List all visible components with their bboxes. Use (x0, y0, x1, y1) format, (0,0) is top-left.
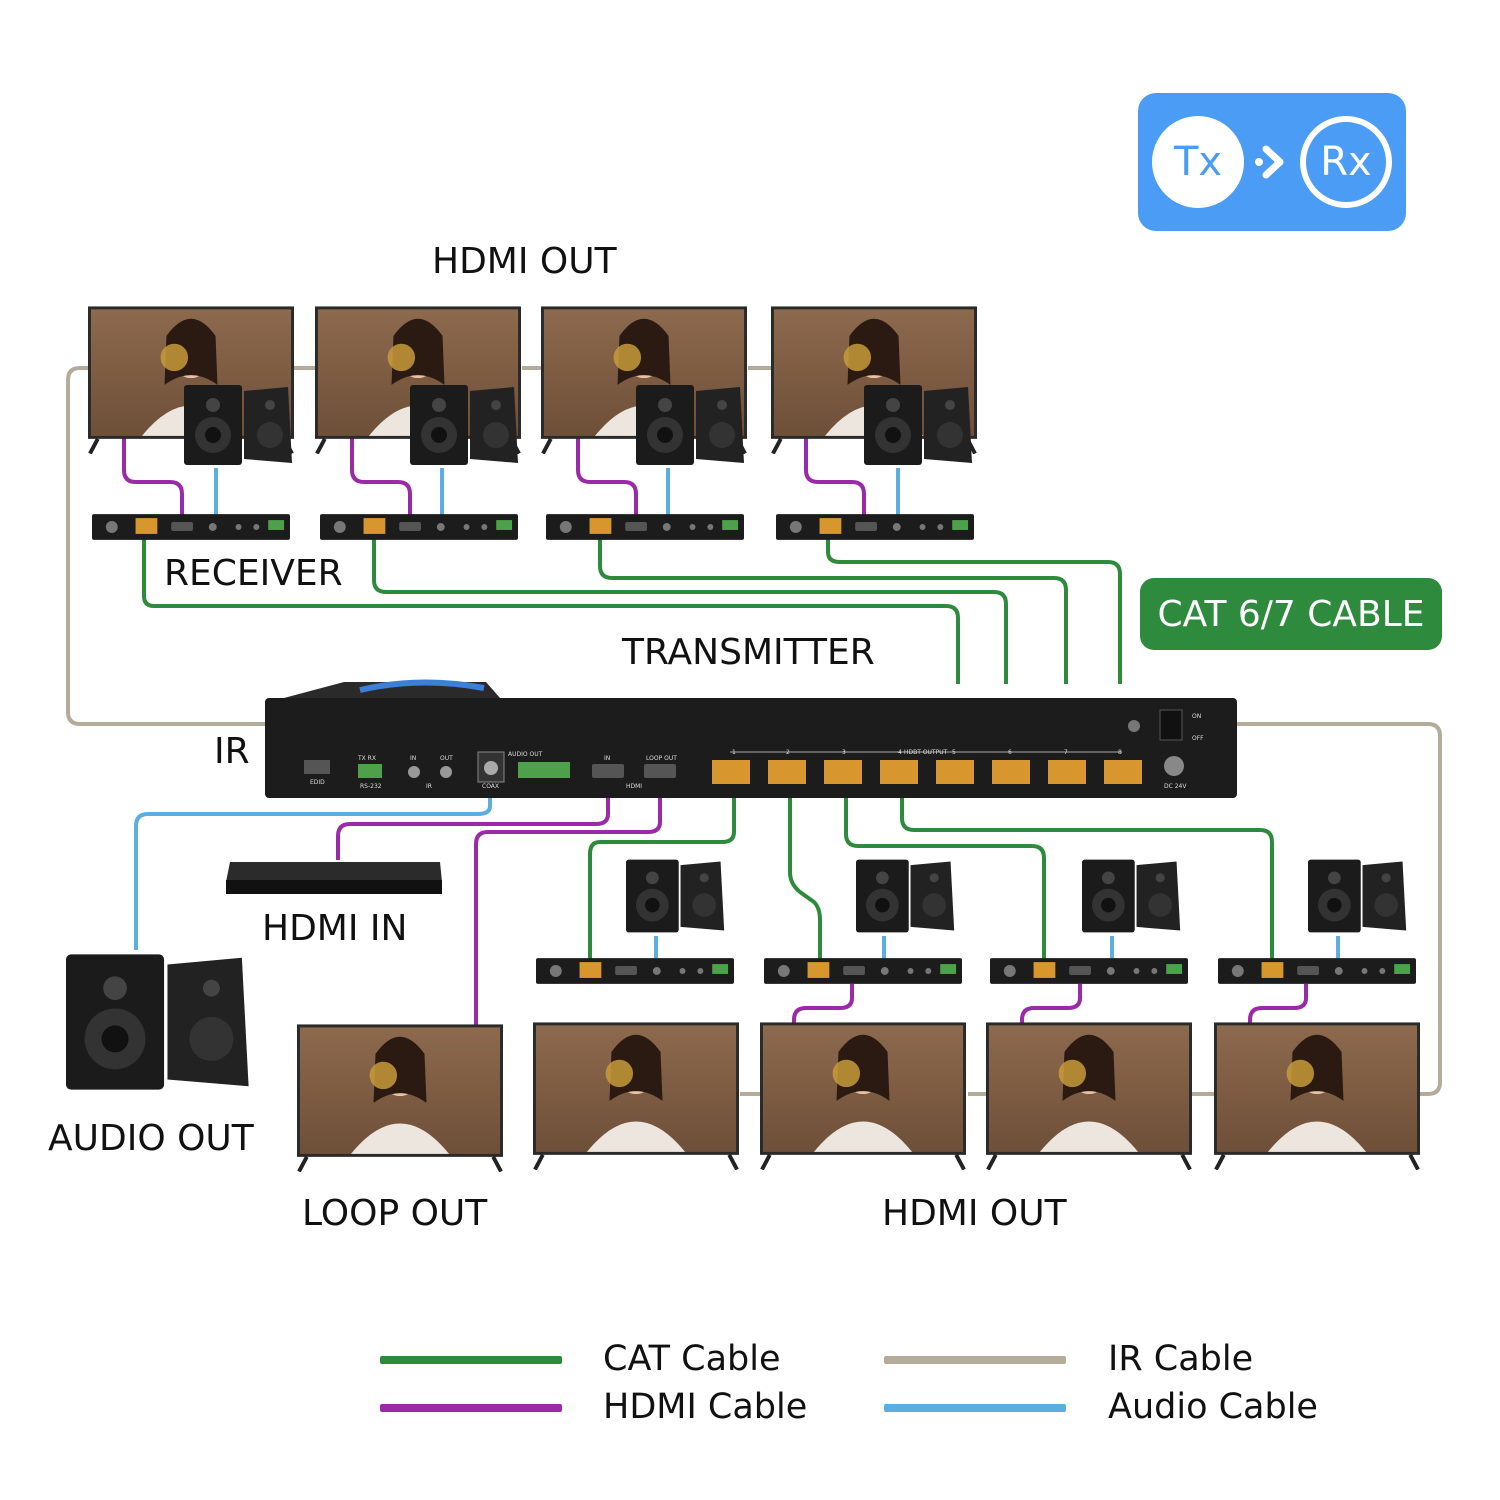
dc-label: DC 24V (1164, 783, 1187, 790)
bottom-displays (297, 1022, 1420, 1172)
transmitter-unit (265, 679, 1237, 798)
speaker (856, 859, 955, 933)
hdbt-ports (712, 760, 1142, 784)
port-6-label: 6 (1008, 749, 1012, 756)
loop-out-panel-label: LOOP OUT (646, 755, 677, 762)
power-off-label: OFF (1192, 735, 1204, 742)
port-7-label: 7 (1064, 749, 1068, 756)
receiver-label: RECEIVER (164, 553, 343, 594)
legend-ir-label: IR Cable (1108, 1339, 1254, 1379)
bottom-receivers (536, 958, 1416, 984)
tx-label: Tx (1173, 139, 1223, 185)
chevron-right-icon (1255, 145, 1284, 179)
ir-in-label: IN (410, 755, 416, 762)
legend-hdmi-label: HDMI Cable (603, 1387, 808, 1427)
tx-rx-label: TX RX (357, 755, 376, 762)
hdmi-out-bottom-label: HDMI OUT (882, 1193, 1067, 1234)
loop-out-label: LOOP OUT (302, 1193, 488, 1234)
port-1-label: 1 (732, 749, 736, 756)
legend-audio-label: Audio Cable (1108, 1387, 1318, 1427)
dvd-player (226, 862, 442, 894)
legend-audio-line (884, 1404, 1066, 1412)
audio-out-speaker (66, 954, 249, 1090)
speaker (864, 385, 972, 465)
ir-out-label: OUT (440, 755, 453, 762)
edid-label: EDID (310, 779, 325, 786)
receiver-unit (546, 514, 744, 540)
receiver-unit (764, 958, 962, 984)
hdmi-cables (122, 436, 1308, 1026)
speaker (184, 385, 292, 465)
receiver-unit (1218, 958, 1416, 984)
cat-cable-tag-text: CAT 6/7 CABLE (1157, 593, 1425, 635)
rx-label: Rx (1320, 139, 1372, 185)
audio-out-panel-label: AUDIO OUT (508, 751, 543, 758)
legend-ir-line (884, 1356, 1066, 1364)
ir-cables (66, 366, 1442, 1096)
receiver-unit (320, 514, 518, 540)
audio-out-label: AUDIO OUT (48, 1118, 254, 1159)
rx-circle: Rx (1300, 116, 1392, 208)
tv-display (533, 1022, 739, 1170)
coax-label: COAX (482, 783, 499, 790)
tx-circle: Tx (1152, 116, 1244, 208)
speaker (1308, 859, 1407, 933)
port-5-label: 5 (952, 749, 956, 756)
power-on-label: ON (1192, 713, 1201, 720)
tv-display (1214, 1022, 1420, 1170)
port-8-label: 8 (1118, 749, 1122, 756)
legend-hdmi-line (380, 1404, 562, 1412)
audio-cables (134, 468, 1340, 962)
receiver-unit (990, 958, 1188, 984)
cat-cables (142, 538, 1274, 962)
hdbt-output-label: HDBT OUTPUT (904, 749, 948, 756)
receiver-unit (92, 514, 290, 540)
port-2-label: 2 (786, 749, 790, 756)
rs232-label: RS-232 (360, 783, 382, 790)
loop-out-display (297, 1024, 503, 1172)
receiver-unit (776, 514, 974, 540)
hdmi-in-label: HDMI IN (262, 908, 408, 949)
speaker (636, 385, 744, 465)
top-receivers (92, 514, 974, 540)
cat-cable-tag: CAT 6/7 CABLE (1140, 578, 1442, 650)
legend-cat-label: CAT Cable (603, 1339, 781, 1379)
transmitter-label: TRANSMITTER (622, 632, 875, 673)
port-3-label: 3 (842, 749, 846, 756)
ir-panel-label: IR (426, 783, 432, 790)
speaker (1082, 859, 1181, 933)
tv-display (986, 1022, 1192, 1170)
bottom-speakers (626, 859, 1407, 933)
hdmi-panel-label: HDMI (626, 783, 642, 790)
speaker (626, 859, 725, 933)
speaker (410, 385, 518, 465)
port-4-label: 4 (898, 749, 902, 756)
hdmi-out-top-label: HDMI OUT (432, 241, 617, 282)
tx-rx-badge: Tx Rx (1138, 93, 1406, 231)
hdmi-in-panel-label: IN (604, 755, 610, 762)
tv-display (760, 1022, 966, 1170)
legend-cat-line (380, 1356, 562, 1364)
receiver-unit (536, 958, 734, 984)
ir-label: IR (214, 731, 250, 772)
